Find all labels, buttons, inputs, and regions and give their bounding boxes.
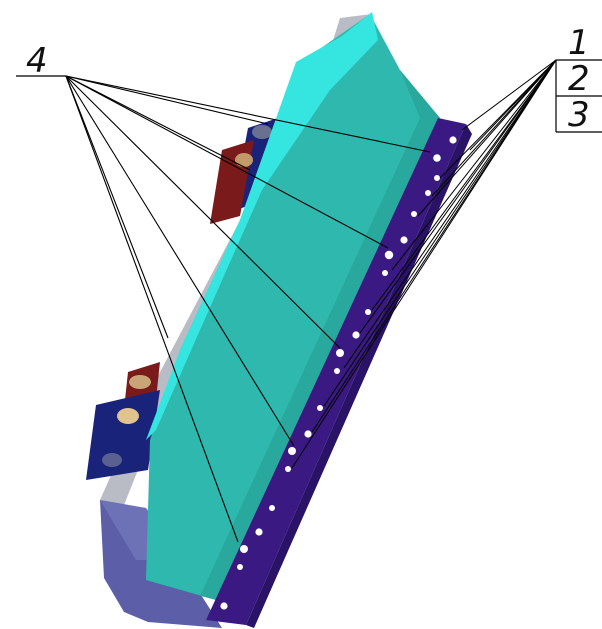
callout-4-label: 4 (26, 41, 48, 81)
upper-mount-bracket (210, 118, 278, 224)
bolt-holes (220, 136, 457, 610)
leader-lines-left (65, 75, 431, 543)
lower-mount-bracket (86, 362, 160, 480)
callout-stack (555, 59, 602, 133)
moldboard-top-edge (146, 12, 378, 440)
callout-3-label: 3 (568, 95, 590, 135)
callout-1-label: 1 (568, 23, 590, 63)
moldboard-face (146, 14, 440, 600)
callout-2-label: 2 (568, 59, 590, 99)
leader-lines-right (291, 59, 557, 469)
moldboard-shade (200, 70, 440, 600)
cutting-edge-side (246, 124, 472, 628)
